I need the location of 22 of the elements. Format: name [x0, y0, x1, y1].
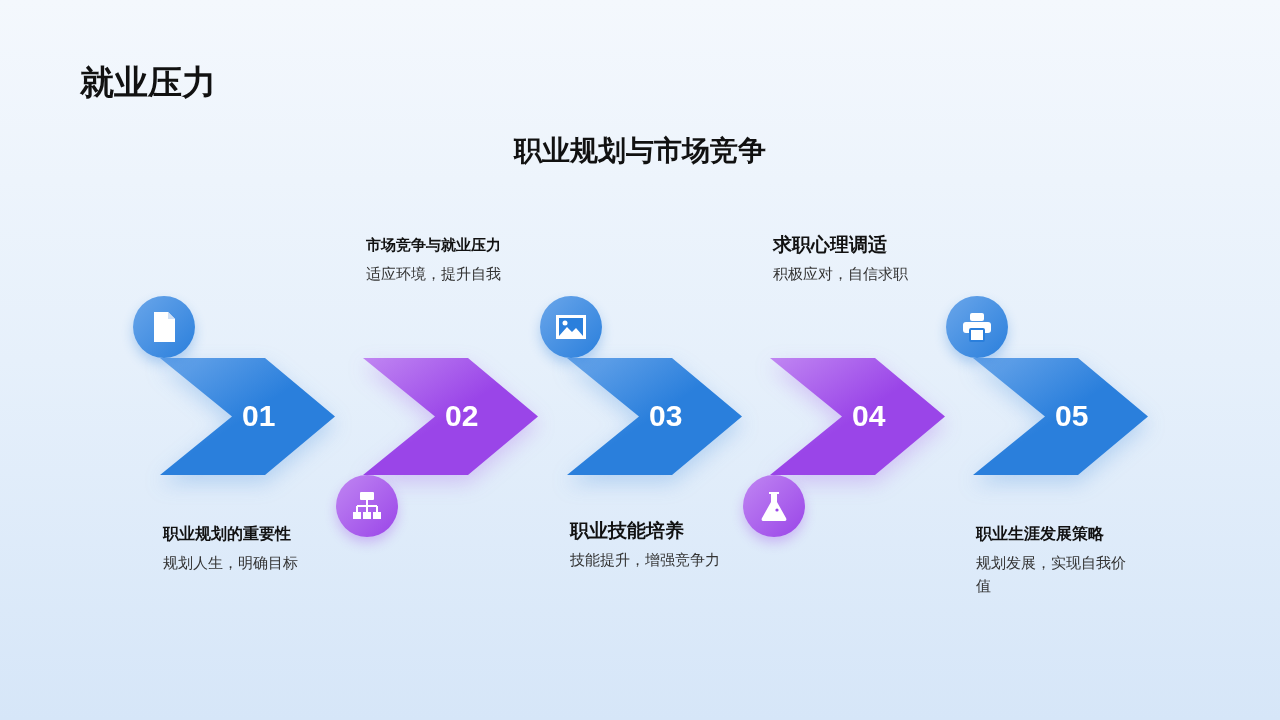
step-heading: 市场竞争与就业压力 [366, 236, 501, 255]
slide-title: 就业压力 [80, 61, 216, 104]
process-step [567, 358, 742, 475]
process-step [363, 358, 538, 475]
step-description: 规划人生，明确目标 [163, 553, 299, 574]
step-number: 03 [649, 399, 683, 433]
step-heading: 求职心理调适 [773, 232, 887, 257]
step-description: 适应环境，提升自我 [366, 264, 502, 285]
step-number: 04 [852, 399, 886, 433]
step-heading: 职业技能培养 [570, 518, 684, 543]
subtitle: 职业规划与市场竞争 [512, 133, 767, 169]
step-number: 02 [445, 399, 479, 433]
process-step [160, 358, 335, 475]
step-number: 01 [242, 399, 276, 433]
step-description: 规划发展，实现自我价值 [976, 553, 1126, 597]
process-step [973, 358, 1148, 475]
step-number: 05 [1055, 399, 1089, 433]
process-step [770, 358, 945, 475]
step-heading: 职业生涯发展策略 [976, 524, 1104, 545]
step-heading: 职业规划的重要性 [163, 524, 291, 545]
step-description: 技能提升，增强竞争力 [570, 550, 720, 571]
step-description: 积极应对，自信求职 [773, 264, 909, 285]
